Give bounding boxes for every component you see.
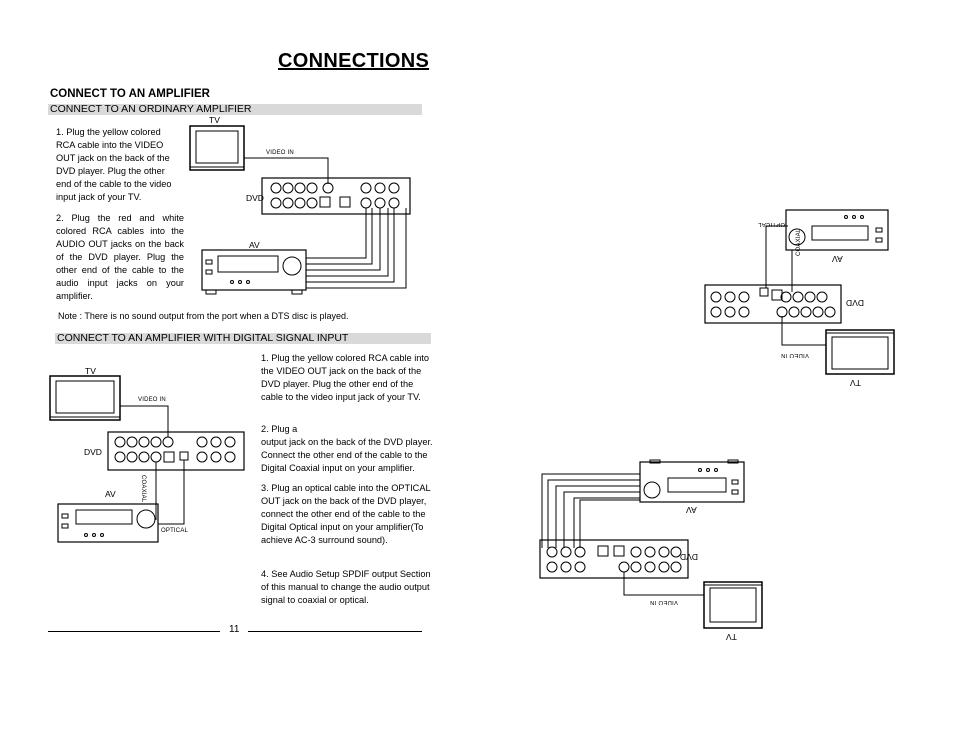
tv-label: TV (209, 115, 220, 125)
footer-rule-left (48, 631, 220, 632)
mirror2-video-in-label: VIDEO IN (650, 599, 678, 605)
digital-optical-label: OPTICAL (161, 528, 189, 534)
step1-text: 1. Plug the yellow colored RCA cable int… (56, 127, 172, 202)
footer-rule-right (248, 631, 422, 632)
section-bar-digital: CONNECT TO AN AMPLIFIER WITH DIGITAL SIG… (55, 333, 431, 344)
digital-av-label: AV (105, 489, 116, 499)
page-title: CONNECTIONS (278, 50, 430, 72)
section-heading: CONNECT TO AN AMPLIFIER (50, 88, 210, 100)
digital-dvd-label: DVD (84, 447, 102, 457)
section-bar-ordinary: CONNECT TO AN ORDINARY AMPLIFIER (48, 104, 422, 115)
av-label: AV (249, 240, 260, 250)
mirror2-tv-label: TV (726, 632, 737, 642)
digital-step4-text: 4. See Audio Setup SPDIF output Section … (261, 569, 431, 605)
digital-step2-rest: output jack on the back of the DVD playe… (261, 437, 433, 473)
digital-step1-text: 1. Plug the yellow colored RCA cable int… (261, 353, 430, 402)
digital-video-in-label: VIDEO IN (138, 397, 166, 403)
digital-tv-label: TV (85, 366, 96, 376)
dvd-label: DVD (246, 193, 264, 203)
digital-step2-line1: 2. Plug a (261, 424, 298, 434)
mirror2-dvd-label: DVD (680, 552, 698, 562)
dts-note: Note : There is no sound output from the… (58, 311, 349, 321)
mirror2-av-label: AV (686, 505, 697, 515)
digital-step3-text: 3. Plug an optical cable into the OPTICA… (261, 483, 431, 545)
digital-step2-text: 2. Plug a output jack on the back of the… (261, 423, 437, 475)
video-in-label: VIDEO IN (266, 150, 294, 156)
page-number: 11 (229, 624, 240, 635)
step2-text: 2. Plug the red and white colored RCA ca… (56, 213, 184, 301)
